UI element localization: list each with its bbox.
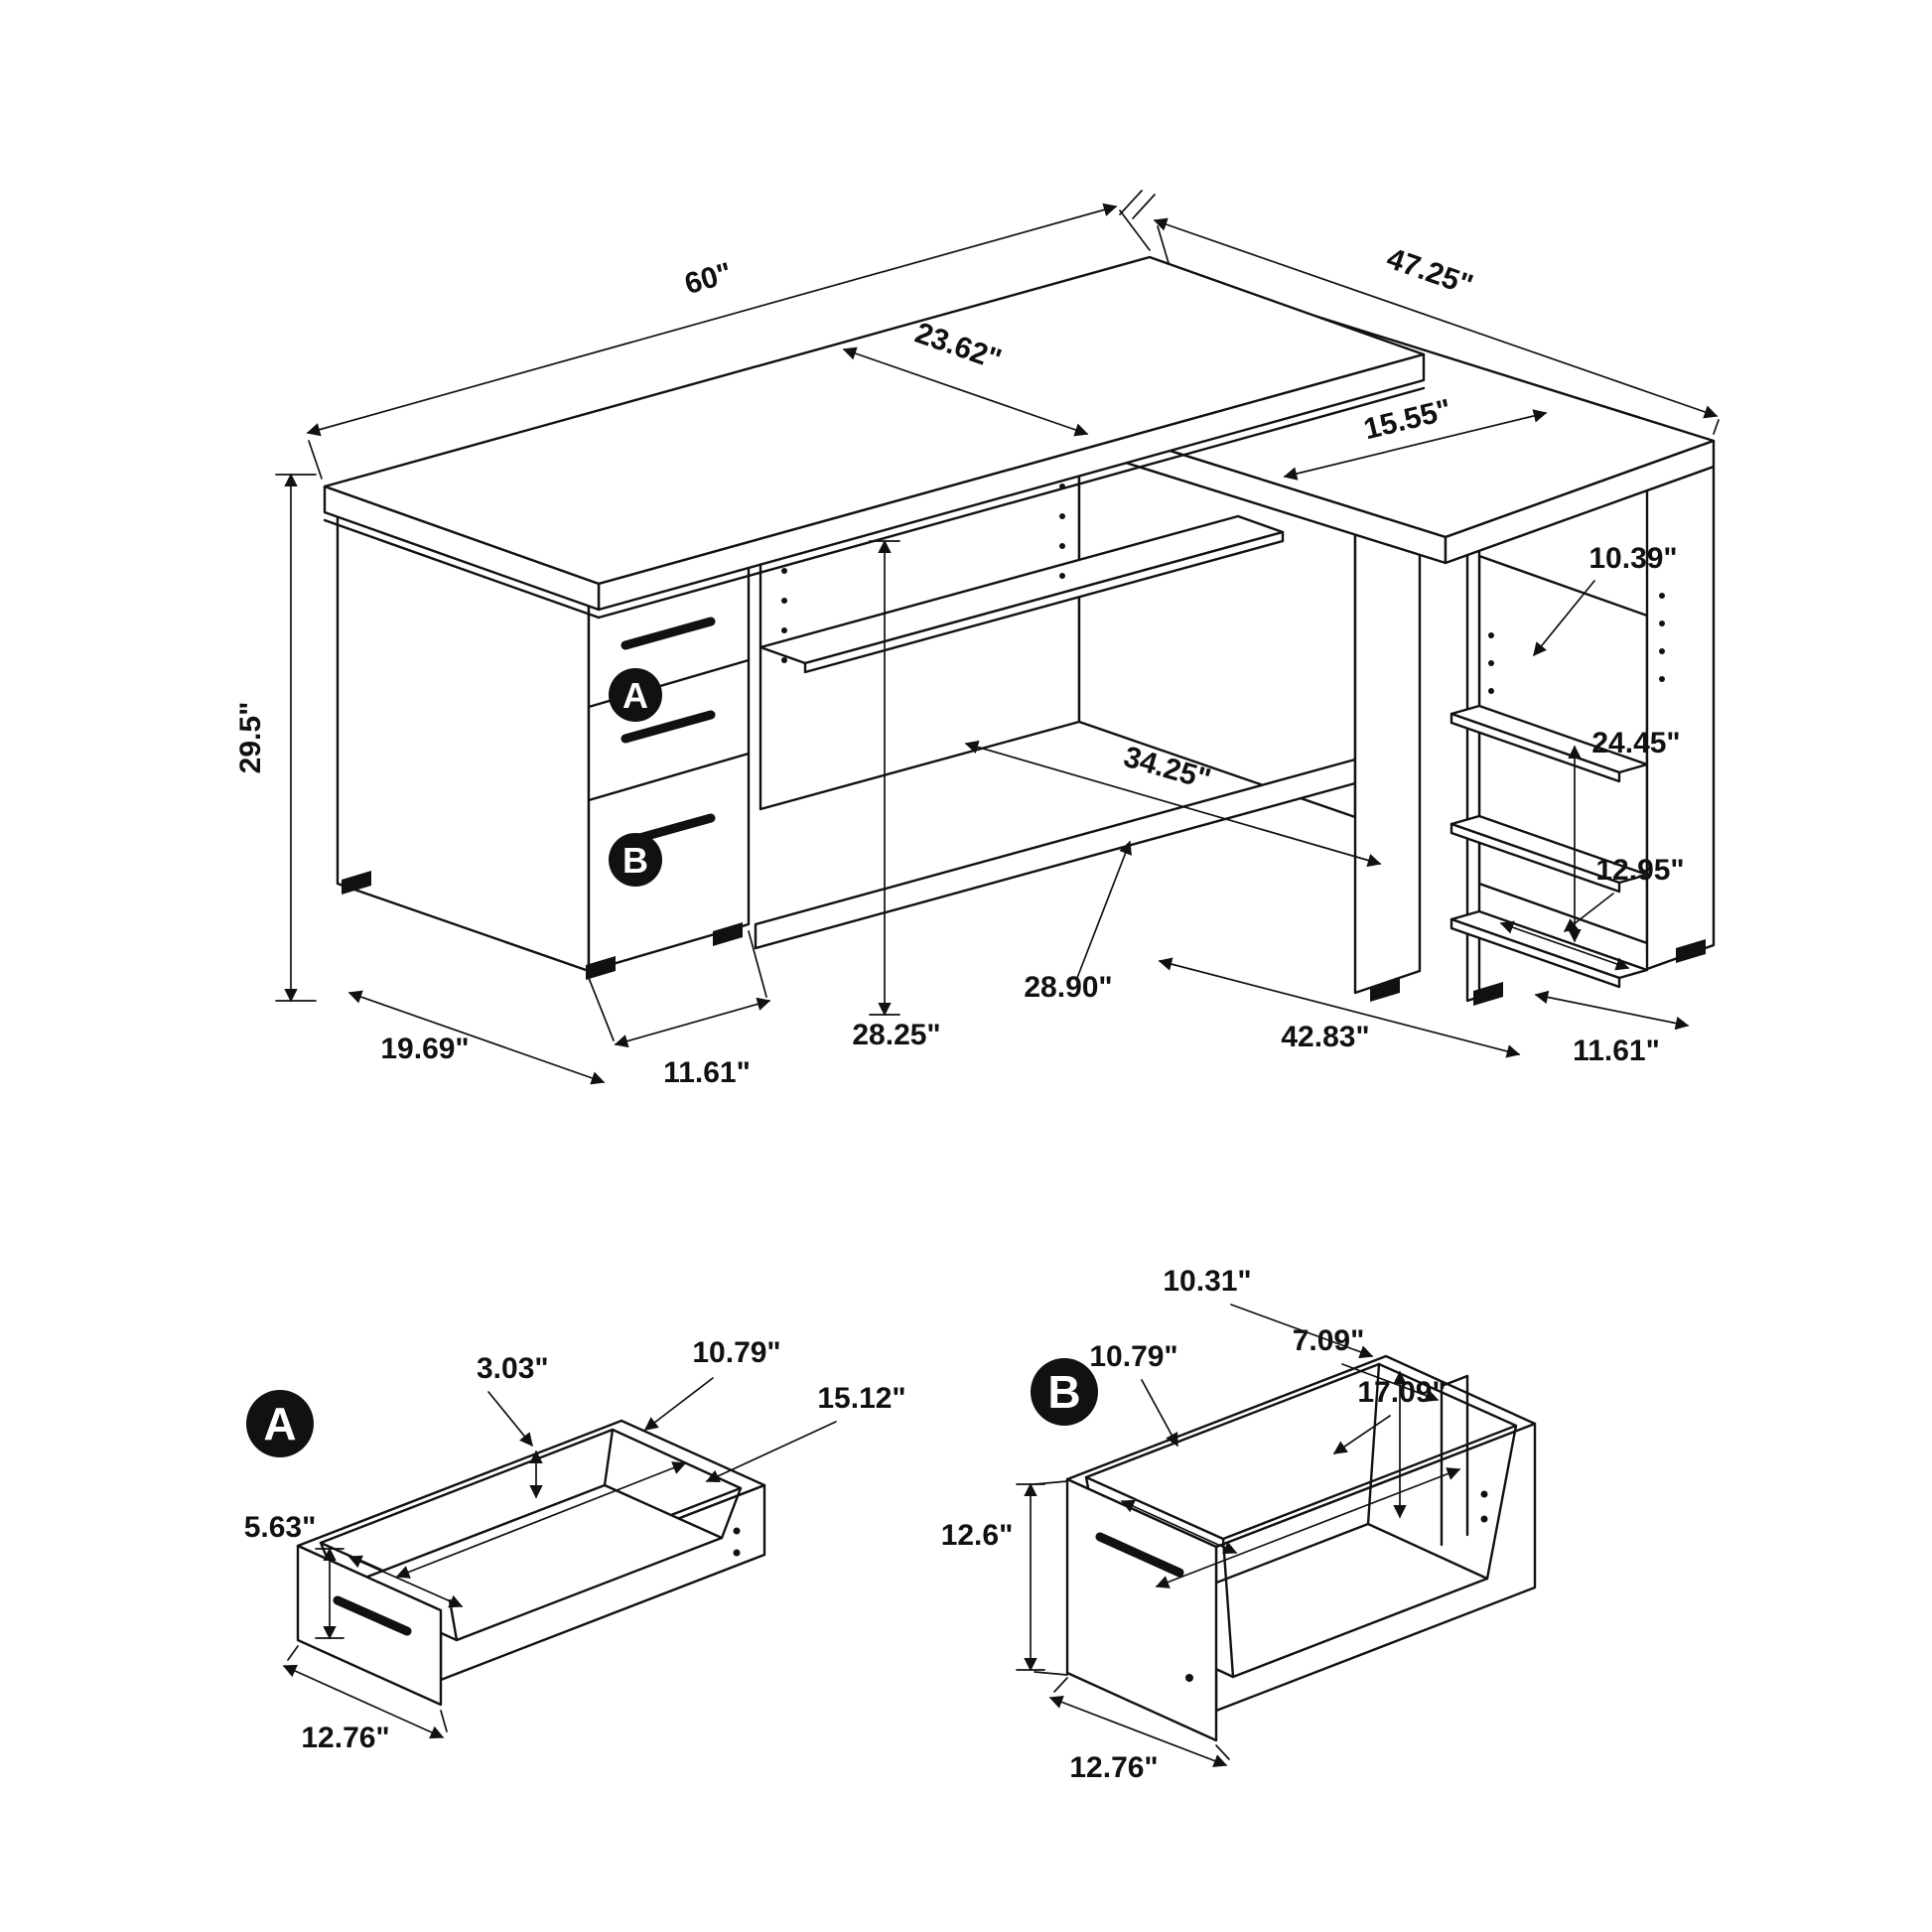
dim-b-back-height-label: 10.31" — [1163, 1265, 1251, 1298]
dim-b-back-gap-label: 7.09" — [1293, 1324, 1365, 1357]
dim-b-inner-width-label: 10.79" — [1089, 1340, 1177, 1373]
dim-right-side-depth-label: 11.61" — [1573, 1035, 1660, 1067]
marker-a-badge: A — [609, 668, 662, 722]
dim-rail-length-label: 28.90" — [1024, 971, 1112, 1004]
detail-b-badge: B — [1031, 1358, 1098, 1426]
dim-a-inner-width-label: 10.79" — [692, 1336, 780, 1369]
pedestal-front-face — [587, 555, 751, 973]
main-dimensions: 60" 47.25" 23.62" 15.55" 29.5" 10.39" 24… — [234, 203, 1720, 1089]
dim-return-depth-label: 47.25" — [1383, 242, 1477, 303]
break-marks — [1119, 190, 1156, 219]
dim-pedestal-front-width-label: 11.61" — [663, 1056, 751, 1089]
detail-b-dimensions: 12.6" 12.76" 10.31" 7.09" 10.79" 17.09" — [941, 1265, 1461, 1784]
dim-shelf-gap-top-label: 10.39" — [1588, 542, 1677, 575]
dim-b-front-height-label: 12.6" — [941, 1519, 1014, 1552]
dim-a-front-height-label: 5.63" — [244, 1511, 317, 1544]
desktop-left-face — [323, 484, 601, 612]
middle-shelf-edge — [803, 530, 1285, 674]
marker-b-badge: B — [609, 833, 662, 887]
foot — [586, 956, 616, 980]
detail-a-letter: A — [263, 1398, 296, 1449]
left-pedestal — [336, 514, 751, 973]
dim-a-lip-depth-label: 3.03" — [477, 1352, 549, 1385]
drawer-division-2 — [587, 752, 751, 802]
dim-shelf-mid-height-label: 24.45" — [1591, 727, 1680, 759]
dim-desk-width-label: 60" — [681, 257, 736, 302]
dim-a-inner-depth-label: 15.12" — [817, 1382, 905, 1415]
dim-return-bottom-length-label: 42.83" — [1281, 1021, 1369, 1053]
dim-pedestal-side-depth-label: 19.69" — [380, 1033, 469, 1065]
dim-shelf-gap-bottom-label: 12.95" — [1595, 854, 1684, 887]
drawer-a-drawing — [296, 1419, 766, 1707]
return-right-face — [1444, 439, 1716, 565]
dim-a-front-width-label: 12.76" — [301, 1722, 389, 1754]
shelf-pin-holes — [781, 483, 1665, 694]
marker-a-letter: A — [622, 675, 648, 716]
detail-b-letter: B — [1047, 1366, 1080, 1418]
detail-a-badge: A — [246, 1390, 314, 1457]
foot — [1676, 939, 1706, 963]
dim-b-front-width-label: 12.76" — [1069, 1751, 1158, 1784]
dim-inner-height-label: 28.25" — [852, 1019, 940, 1051]
desktop-sub-rail-left — [323, 518, 601, 620]
foot — [713, 922, 743, 946]
detail-a-dimensions: 5.63" 12.76" 3.03" 10.79" 15.12" — [244, 1336, 906, 1754]
drawer-handle-1 — [621, 617, 716, 650]
dim-b-inner-depth-label: 17.09" — [1357, 1376, 1446, 1409]
dim-height-label: 29.5" — [234, 702, 267, 774]
drawer-b-drawing — [1065, 1354, 1537, 1742]
detail-b-view: B — [941, 1265, 1537, 1784]
drawer-handle-2 — [621, 710, 716, 744]
bottom-rail — [754, 758, 1357, 950]
foot — [342, 871, 371, 895]
divider-panel — [1353, 492, 1422, 995]
detail-a-view: A 5.63" 12.76" — [244, 1336, 906, 1754]
main-assembly-view: 60" 47.25" 23.62" 15.55" 29.5" 10.39" 24… — [234, 190, 1720, 1089]
marker-b-letter: B — [622, 840, 648, 881]
